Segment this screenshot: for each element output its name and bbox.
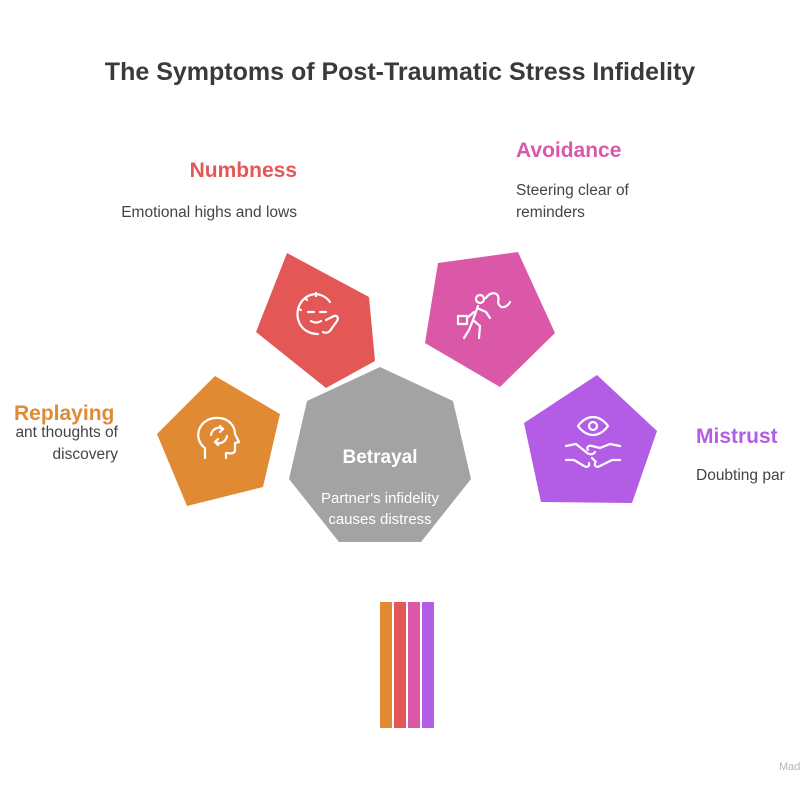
desc-avoidance-line1: Steering clear of: [516, 182, 629, 199]
stem-stripe-avoidance: [408, 602, 420, 728]
stem-stripe-numbness: [394, 602, 406, 728]
watermark: Mad: [779, 761, 800, 773]
center-heptagon: [289, 367, 471, 542]
desc-numbness-line1: Emotional highs and lows: [121, 204, 297, 221]
head-cycle-icon: [197, 416, 241, 460]
center-description: Partner's infidelity causes distress: [321, 490, 439, 528]
numb-face-icon: [296, 291, 339, 336]
pentagon-replaying: [157, 376, 280, 506]
pentagon-avoidance: [425, 252, 555, 387]
page-title: The Symptoms of Post-Traumatic Stress In…: [104, 58, 696, 86]
center-label: Betrayal: [342, 447, 418, 468]
label-numbness: Numbness: [189, 159, 297, 182]
stem-stripe-replaying: [380, 602, 392, 728]
stem-stripe-mistrust: [422, 602, 434, 728]
desc-avoidance-line2: reminders: [516, 204, 585, 221]
pentagon-mistrust: [524, 375, 657, 503]
label-mistrust: Mistrust: [696, 425, 778, 448]
running-person-icon: [456, 292, 512, 340]
label-replaying: Replaying: [14, 402, 115, 425]
label-avoidance: Avoidance: [516, 139, 622, 162]
desc-mistrust-line1: Doubting par: [696, 467, 785, 484]
pentagon-numbness: [256, 253, 375, 388]
eye-handshake-icon: [564, 415, 622, 468]
desc-replaying-line2: discovery: [52, 446, 118, 463]
desc-replaying-line1: ant thoughts of: [15, 424, 118, 441]
